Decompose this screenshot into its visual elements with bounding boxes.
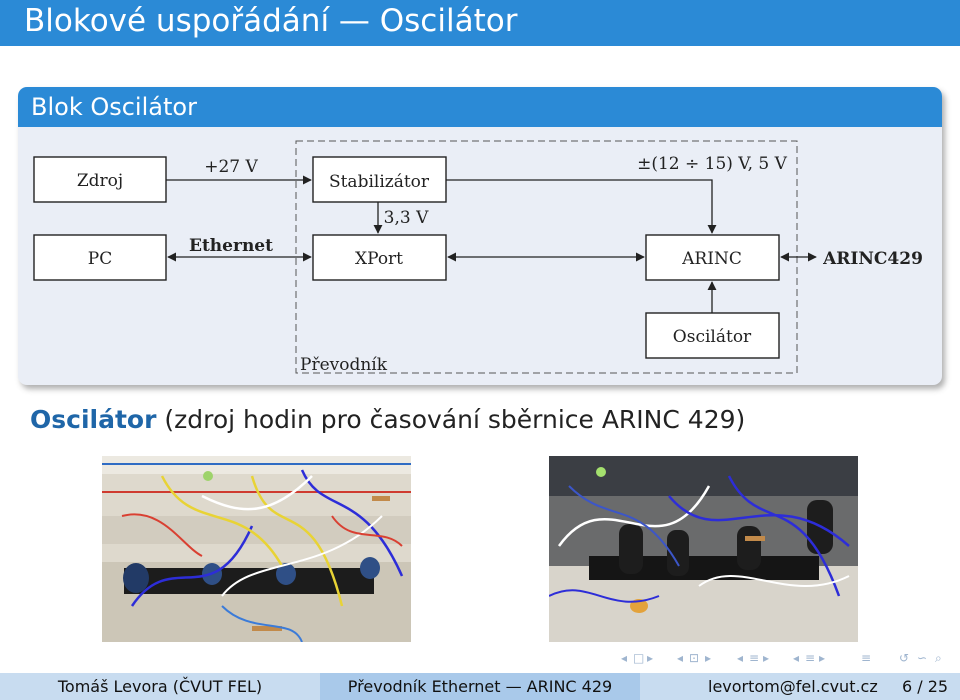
nav-next-section-icon[interactable]: ▸	[763, 650, 769, 666]
nav-forward-icon[interactable]: ∽	[917, 650, 927, 666]
footer-author: Tomáš Levora (ČVUT FEL)	[0, 673, 320, 700]
nav-next-part-icon[interactable]: ▸	[819, 650, 825, 666]
beamer-navigation[interactable]: ◂ □ ▸ ◂ ⊡ ▸ ◂ ≡ ▸ ◂ ≡ ▸ ≡ ↺ ∽ ⌕	[621, 650, 956, 666]
breadboard-photo-2	[549, 456, 858, 642]
nav-subsection-icon[interactable]: ⊡	[689, 650, 699, 666]
block-title: Blok Oscilátor	[31, 89, 197, 125]
nav-back-icon[interactable]: ↺	[899, 650, 909, 666]
block-title-bar: Blok Oscilátor	[18, 87, 942, 127]
footer-email: levortom@fel.cvut.cz	[708, 673, 878, 700]
nav-document-icon[interactable]: ≡	[861, 650, 871, 666]
nav-prev-subsection-icon[interactable]: ◂	[677, 650, 683, 666]
nav-prev-section-icon[interactable]: ◂	[737, 650, 743, 666]
footer-contact: levortom@fel.cvut.cz 6 / 25	[640, 673, 960, 700]
nav-next-frame-icon[interactable]: ▸	[647, 650, 653, 666]
nav-search-icon[interactable]: ⌕	[935, 650, 942, 666]
slide-title-bar: Blokové uspořádání — Oscilátor	[0, 0, 960, 46]
oscilator-heading-rest: (zdroj hodin pro časování sběrnice ARINC…	[156, 405, 745, 434]
nav-prev-part-icon[interactable]: ◂	[793, 650, 799, 666]
footer-title: Převodník Ethernet — ARINC 429	[320, 673, 640, 700]
nav-prev-frame-icon[interactable]: ◂	[621, 650, 627, 666]
footer: Tomáš Levora (ČVUT FEL) Převodník Ethern…	[0, 673, 960, 700]
footer-page-number: 6 / 25	[902, 673, 948, 700]
slide-title: Blokové uspořádání — Oscilátor	[24, 2, 517, 40]
nav-section-icon[interactable]: ≡	[749, 650, 759, 666]
oscilator-heading-strong: Oscilátor	[30, 405, 156, 434]
nav-frame-icon[interactable]: □	[633, 650, 644, 666]
oscilator-heading: Oscilátor (zdroj hodin pro časování sběr…	[30, 402, 745, 438]
nav-next-subsection-icon[interactable]: ▸	[705, 650, 711, 666]
breadboard-photo-1	[102, 456, 411, 642]
nav-part-icon[interactable]: ≡	[805, 650, 815, 666]
block-oscilator: Blok Oscilátor	[18, 87, 942, 385]
block-body	[18, 127, 942, 385]
